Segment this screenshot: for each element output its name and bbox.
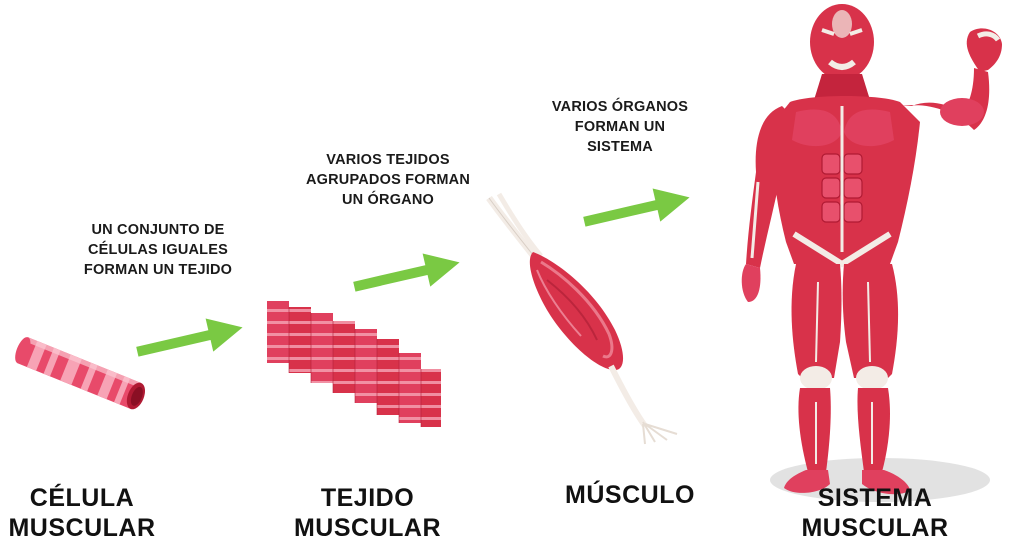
- stage-label-line: MÚSCULO: [565, 481, 695, 509]
- stage-label-line: SISTEMA: [817, 484, 933, 512]
- muscle-organ-icon: [486, 192, 678, 445]
- stage-label-line: MUSCULAR: [293, 514, 442, 542]
- stage-label-tissue: TEJIDO MUSCULAR: [285, 483, 450, 543]
- caption-line: FORMAN UN TEJIDO: [83, 262, 233, 278]
- caption-line: SISTEMA: [587, 139, 653, 155]
- arrow-right-icon: [583, 188, 690, 227]
- muscle-cell-icon: [15, 337, 146, 410]
- caption-line: CÉLULAS IGUALES: [88, 242, 228, 258]
- caption-line: VARIOS ÓRGANOS: [551, 99, 689, 115]
- stage-label-line: CÉLULA: [29, 484, 135, 512]
- stage-label-line: TEJIDO: [320, 484, 415, 512]
- stage-label-line: MUSCULAR: [8, 514, 156, 542]
- caption-line: UN ÓRGANO: [341, 192, 435, 208]
- stage-label-system: SISTEMA MUSCULAR: [790, 483, 960, 543]
- arrow-right-icon: [353, 253, 460, 292]
- caption-cell-to-tissue: UN CONJUNTO DE CÉLULAS IGUALES FORMAN UN…: [48, 220, 268, 280]
- arrow-right-icon: [136, 318, 243, 357]
- caption-line: AGRUPADOS FORMAN: [305, 172, 471, 188]
- stage-label-line: MUSCULAR: [801, 514, 949, 542]
- muscular-system-figure-icon: [741, 4, 1002, 502]
- caption-organ-to-system: VARIOS ÓRGANOS FORMAN UN SISTEMA: [520, 97, 720, 157]
- stage-label-muscle: MÚSCULO: [545, 480, 715, 510]
- caption-line: VARIOS TEJIDOS: [326, 152, 450, 168]
- caption-line: FORMAN UN: [574, 119, 666, 135]
- stage-label-cell: CÉLULA MUSCULAR: [2, 483, 162, 543]
- caption-line: UN CONJUNTO DE: [91, 222, 225, 238]
- muscle-tissue-icon: [265, 295, 445, 430]
- caption-tissue-to-organ: VARIOS TEJIDOS AGRUPADOS FORMAN UN ÓRGAN…: [278, 150, 498, 210]
